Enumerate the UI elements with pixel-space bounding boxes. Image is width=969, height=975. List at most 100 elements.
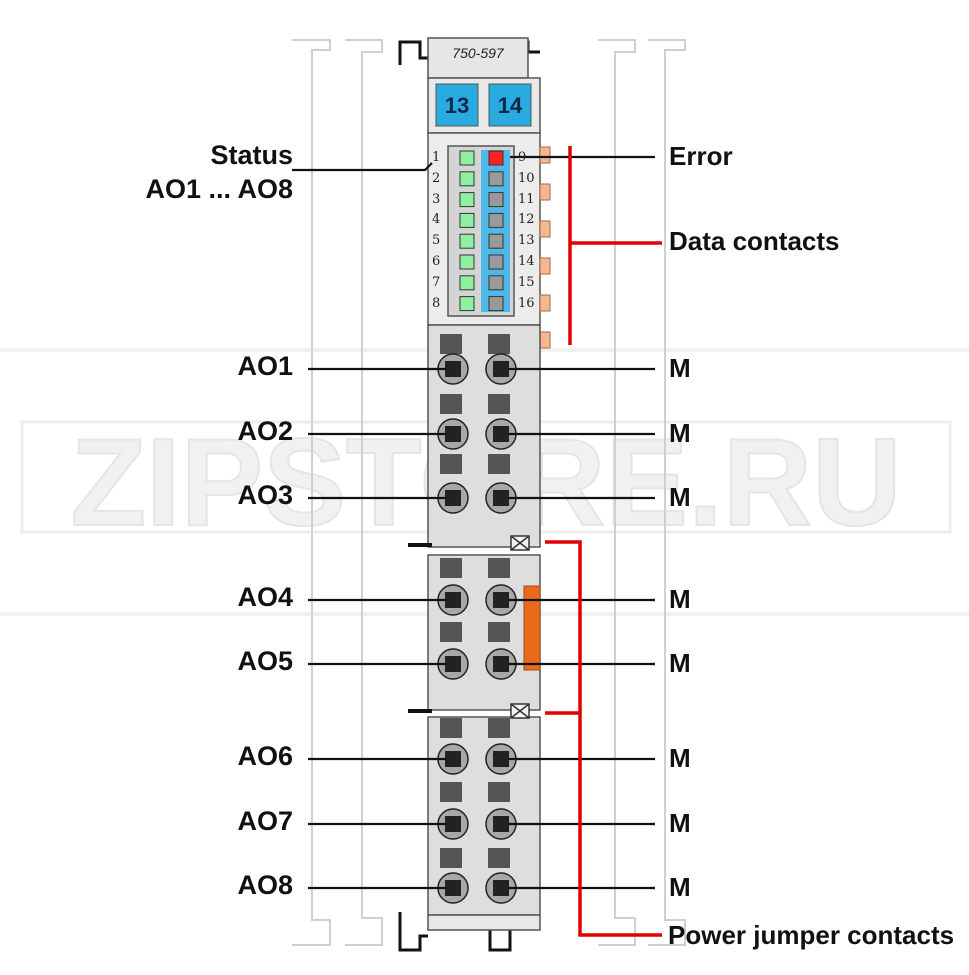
release-button — [440, 334, 462, 354]
terminal-clamp — [445, 592, 461, 608]
release-button — [440, 454, 462, 474]
terminal-clamp — [445, 656, 461, 672]
led-number-left: 4 — [432, 212, 441, 228]
data-contact — [539, 257, 551, 275]
release-button — [488, 394, 510, 414]
error-led — [488, 150, 504, 166]
terminal-clamp — [493, 816, 509, 832]
unused-led-13 — [488, 233, 504, 249]
data-contacts-strip — [539, 146, 551, 349]
release-button — [440, 622, 462, 642]
output-label-ao4: AO4 — [237, 582, 293, 612]
status-led-8 — [459, 296, 475, 312]
status-led-6 — [459, 254, 475, 270]
terminal-clamp — [493, 592, 509, 608]
status-label-line1: Status — [210, 140, 293, 170]
led-number-left: 7 — [432, 274, 441, 290]
output-label-ao3: AO3 — [237, 480, 293, 510]
data-contact — [539, 220, 551, 238]
terminal-clamp — [445, 816, 461, 832]
led-number-left: 5 — [432, 233, 441, 249]
release-button — [440, 718, 462, 738]
output-label-ao1: AO1 — [237, 351, 293, 381]
status-leader — [292, 162, 433, 172]
status-leds — [459, 150, 504, 312]
release-button — [488, 334, 510, 354]
ground-label-8: M — [669, 872, 691, 902]
ground-label-4: M — [669, 584, 691, 614]
data-contact — [539, 183, 551, 201]
ground-label-3: M — [669, 482, 691, 512]
marker-13-label: 13 — [445, 93, 469, 118]
led-number-right: 11 — [518, 191, 535, 207]
terminal-clamp — [493, 490, 509, 506]
power-jumper-bar — [523, 585, 541, 671]
ground-label-2: M — [669, 418, 691, 448]
data-contact — [539, 294, 551, 312]
release-button — [488, 848, 510, 868]
red-callouts — [545, 146, 662, 937]
release-button — [488, 718, 510, 738]
unused-led-16 — [488, 296, 504, 312]
terminal-clamp — [493, 426, 509, 442]
led-number-left: 6 — [432, 254, 441, 269]
terminal-clamp — [445, 751, 461, 767]
led-number-right: 16 — [518, 295, 535, 311]
error-label: Error — [669, 141, 733, 171]
status-label-line2: AO1 ... AO8 — [145, 174, 293, 204]
unused-led-10 — [488, 171, 504, 187]
led-number-right: 12 — [518, 212, 535, 228]
output-label-ao6: AO6 — [237, 741, 293, 771]
terminal-clamp — [493, 751, 509, 767]
jumper-connectors — [510, 535, 530, 719]
data-contact — [539, 146, 551, 164]
part-number: 750-597 — [452, 45, 505, 61]
release-button — [440, 848, 462, 868]
unused-led-14 — [488, 254, 504, 270]
ground-label-6: M — [669, 743, 691, 773]
ground-label-5: M — [669, 648, 691, 678]
section-separators — [408, 543, 432, 713]
terminal-clamp — [493, 880, 509, 896]
power-jumper-contacts-label: Power jumper contacts — [668, 920, 955, 950]
led-number-left: 1 — [432, 150, 441, 165]
release-button — [440, 782, 462, 802]
ground-label-7: M — [669, 808, 691, 838]
terminal-clamp — [445, 361, 461, 377]
terminal-clamp — [493, 361, 509, 377]
led-number-right: 9 — [518, 150, 527, 165]
release-button — [488, 558, 510, 578]
terminal-blocks — [437, 334, 517, 904]
status-led-7 — [459, 275, 475, 291]
status-led-3 — [459, 192, 475, 208]
release-button — [488, 782, 510, 802]
marker-14-label: 14 — [498, 93, 523, 118]
status-led-4 — [459, 212, 475, 228]
data-contacts-label: Data contacts — [669, 226, 840, 256]
output-label-ao5: AO5 — [237, 646, 293, 676]
output-label-ao8: AO8 — [237, 870, 293, 900]
rail-outline — [292, 39, 686, 946]
led-number-left: 2 — [432, 170, 441, 186]
led-number-right: 15 — [518, 274, 535, 290]
module-body: 750-597 13 14 — [408, 37, 551, 931]
release-button — [440, 394, 462, 414]
ground-label-1: M — [669, 353, 691, 383]
led-number-right: 14 — [518, 254, 535, 269]
release-button — [488, 454, 510, 474]
marker-13 — [435, 83, 479, 127]
terminal-clamp — [493, 656, 509, 672]
terminal-clamp — [445, 426, 461, 442]
output-label-ao7: AO7 — [237, 806, 293, 836]
led-number-right: 13 — [518, 233, 535, 249]
status-led-2 — [459, 171, 475, 187]
unused-led-12 — [488, 212, 504, 228]
release-button — [488, 622, 510, 642]
unused-led-11 — [488, 192, 504, 208]
led-number-left: 3 — [432, 191, 441, 207]
release-button — [440, 558, 462, 578]
leader-lines — [292, 155, 655, 890]
led-number-right: 10 — [518, 170, 535, 186]
